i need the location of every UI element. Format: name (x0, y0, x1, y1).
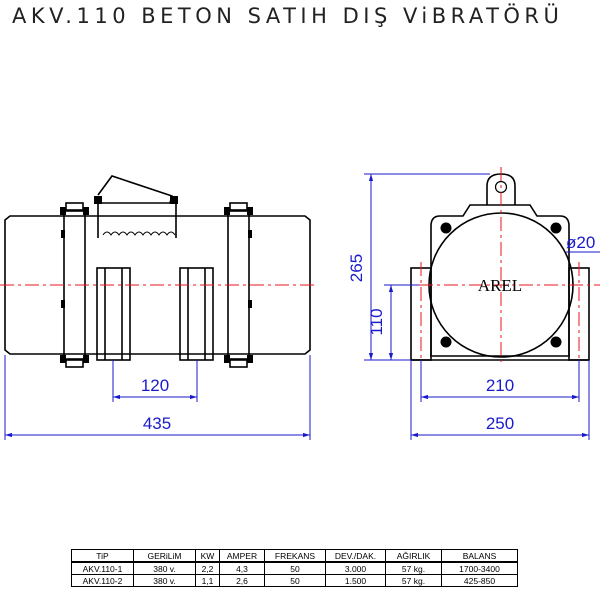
column-header: BALANS (441, 549, 518, 563)
table-cell: 425-850 (441, 574, 518, 587)
column-header: AĞIRLIK (385, 549, 442, 563)
specification-table: TiP GERiLiM KW AMPER FREKANS DEV./DAK. A… (71, 549, 518, 587)
column-header: TiP (71, 549, 134, 563)
dim-label-210: 210 (486, 376, 514, 395)
table-cell: 50 (264, 574, 326, 587)
side-dimensions (364, 173, 600, 440)
right-foot (179, 267, 214, 361)
front-bolts (60, 196, 253, 363)
dim-label-435: 435 (143, 414, 171, 433)
column-header: GERiLiM (133, 549, 196, 563)
front-dimensions (4, 355, 311, 440)
table-cell: 380 v. (133, 574, 196, 587)
side-bolts (440, 222, 562, 348)
table-cell: AKV.110-2 (71, 574, 134, 587)
column-header: DEV./DAK. (325, 549, 386, 563)
left-foot (96, 267, 131, 361)
side-housing (430, 204, 570, 357)
column-header: KW (195, 549, 220, 563)
table-cell: 1.500 (325, 574, 386, 587)
table-header-row: TiP GERiLiM KW AMPER FREKANS DEV./DAK. A… (71, 549, 518, 563)
drawing-title: AKV.110 BETON SATIH DIŞ ViBRATÖRÜ (12, 4, 564, 28)
dim-label-265: 265 (347, 254, 366, 282)
table-cell: 57 kg. (385, 574, 442, 587)
column-header: AMPER (219, 549, 265, 563)
table-cell: 4,3 (219, 561, 265, 575)
table-cell: 380 v. (133, 561, 196, 575)
dim-label-250: 250 (486, 414, 514, 433)
brand-label: AREL (478, 276, 522, 295)
terminal-lid (97, 175, 173, 204)
dim-label-hole-diameter: ø20 (566, 233, 595, 252)
table-cell: 57 kg. (385, 561, 442, 575)
table-cell: 2,2 (195, 561, 220, 575)
side-centerlines (419, 167, 600, 366)
table-cell: 1,1 (195, 574, 220, 587)
column-header: FREKANS (264, 549, 326, 563)
dim-label-120: 120 (141, 376, 169, 395)
dim-label-110: 110 (367, 308, 386, 335)
table-row: AKV.110-2 380 v. 1,1 2,6 50 1.500 57 kg.… (71, 574, 518, 587)
table-cell: AKV.110-1 (71, 561, 134, 575)
front-view (4, 175, 311, 368)
terminal-box (97, 202, 177, 238)
table-cell: 1700-3400 (441, 561, 518, 575)
table-cell: 50 (264, 561, 326, 575)
side-view (410, 173, 590, 361)
terminal-coil (102, 231, 176, 236)
motor-body-outline (4, 215, 311, 355)
table-cell: 3.000 (325, 561, 386, 575)
table-row: AKV.110-1 380 v. 2,2 4,3 50 3.000 57 kg.… (71, 561, 518, 575)
table-cell: 2,6 (219, 574, 265, 587)
